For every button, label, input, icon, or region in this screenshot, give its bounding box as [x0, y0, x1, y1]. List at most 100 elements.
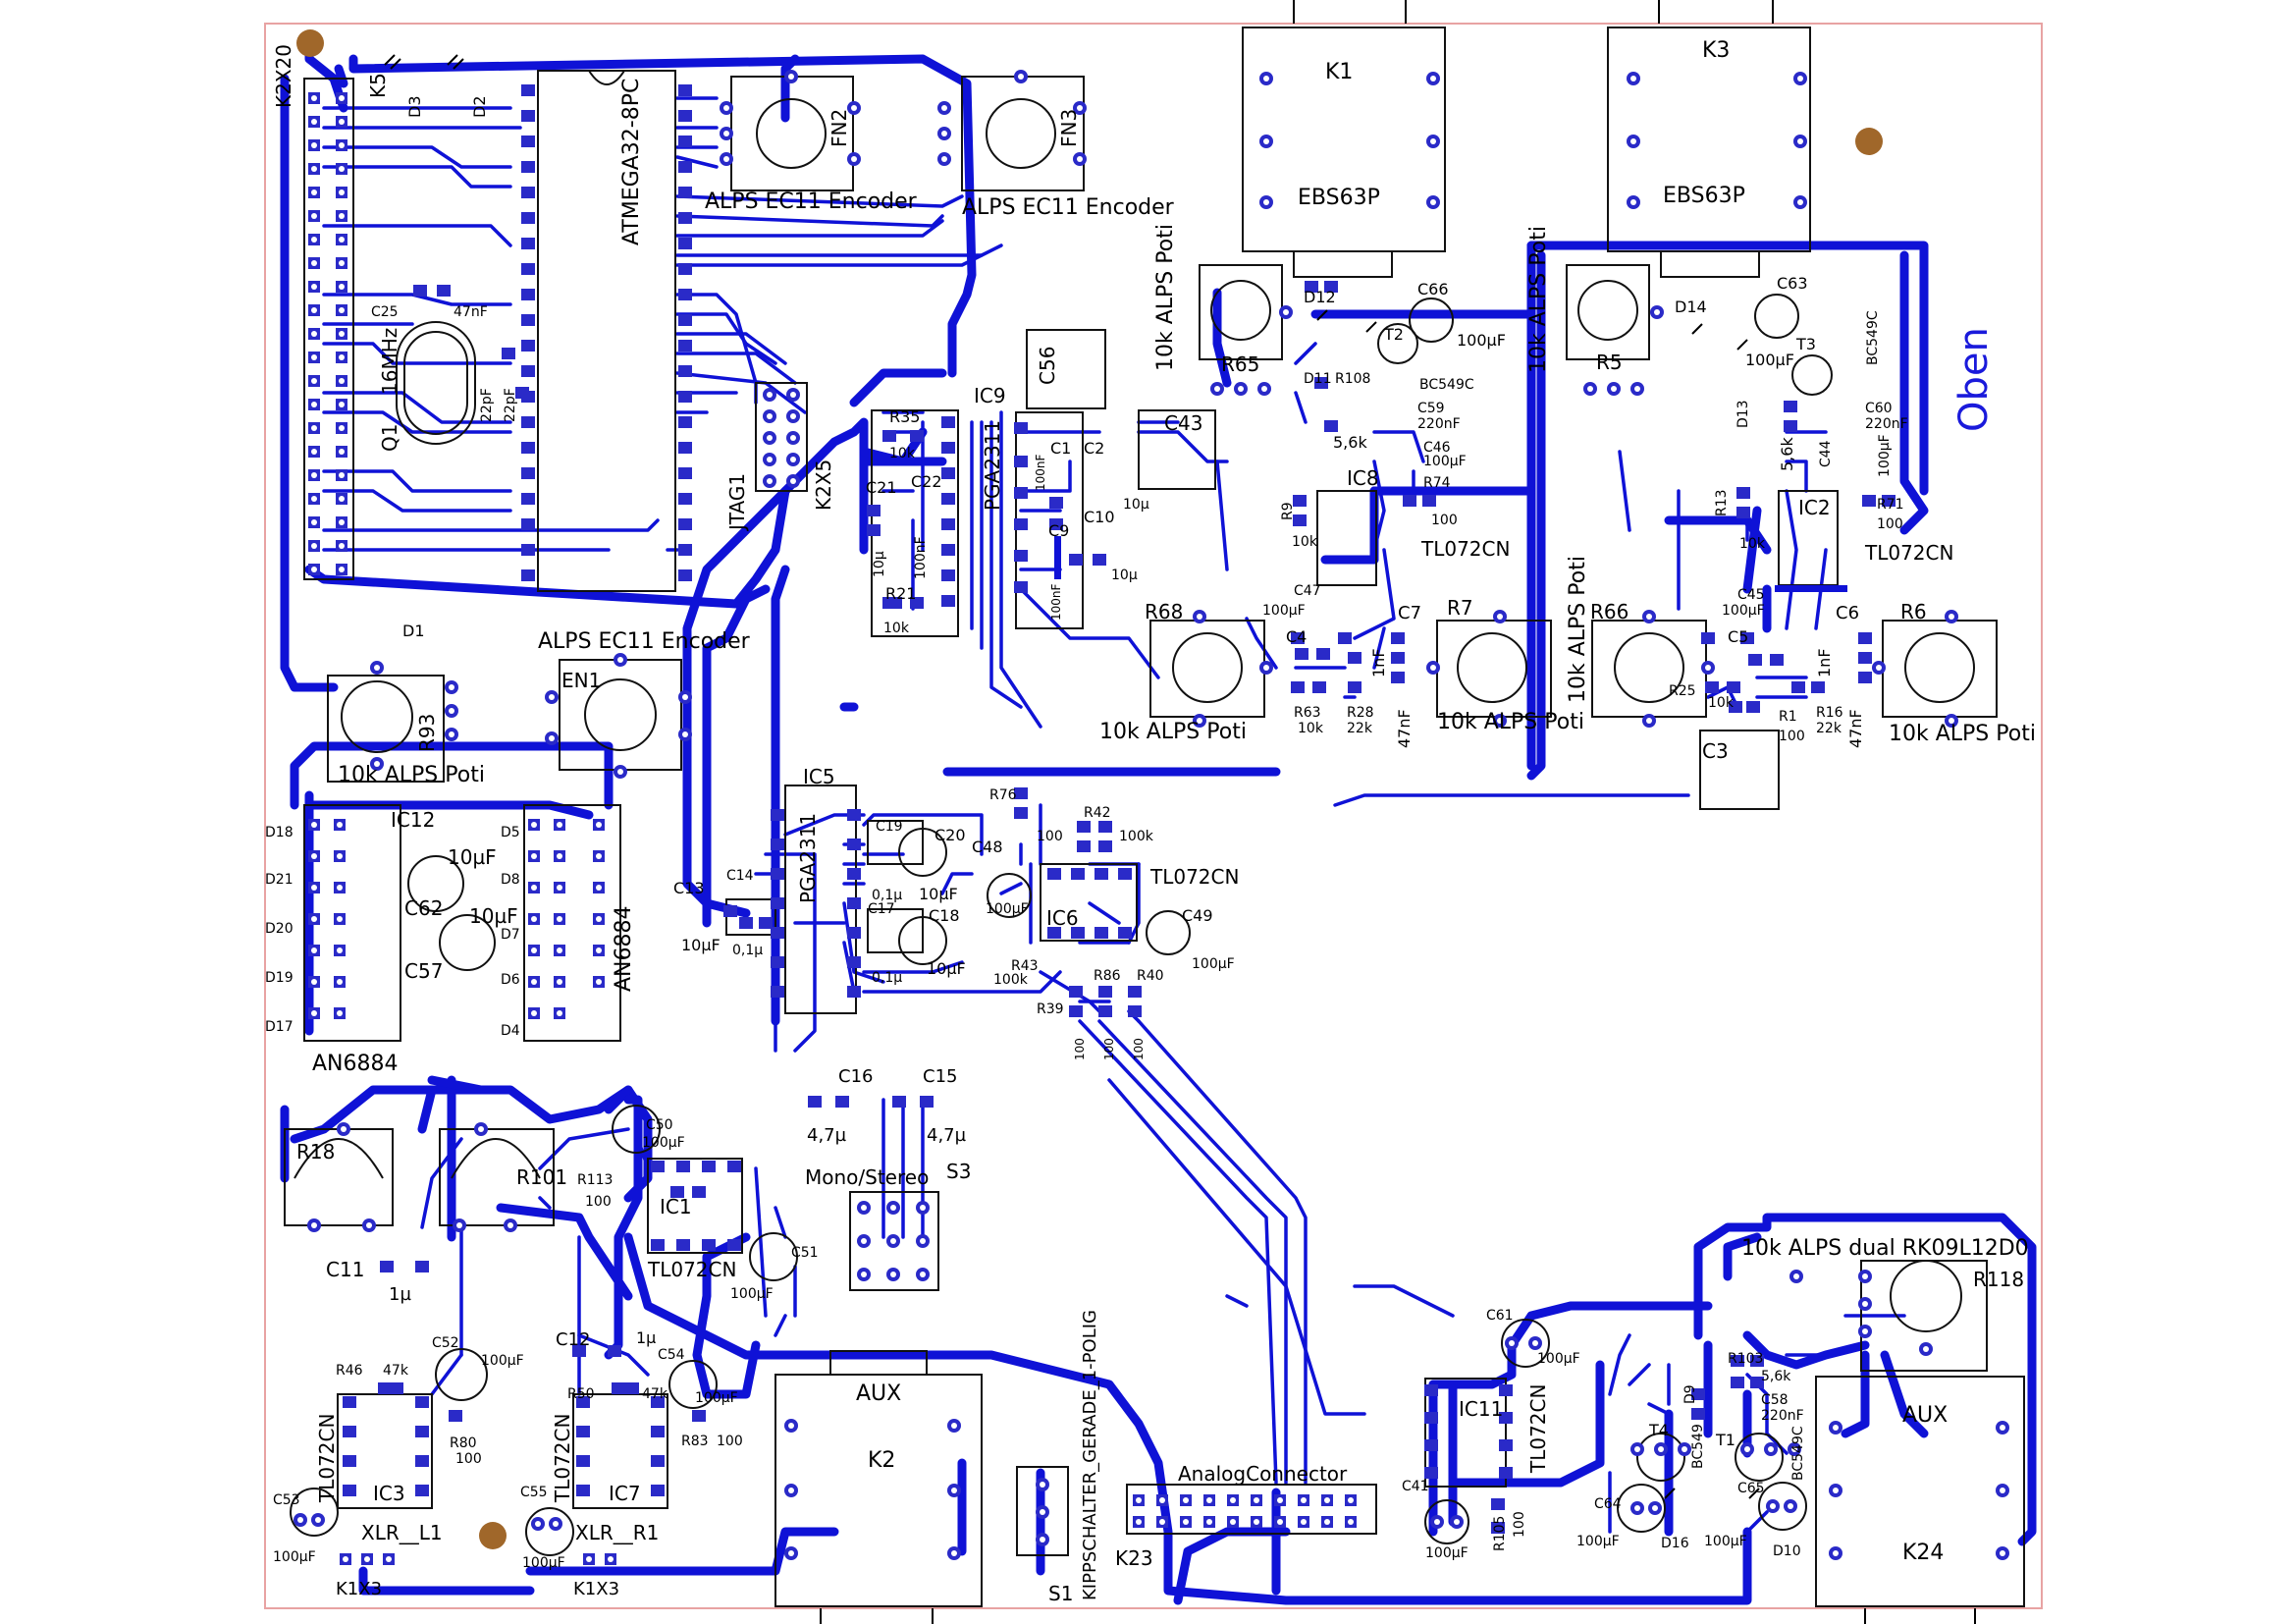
label-r43-value: 100k — [993, 972, 1029, 988]
label-c22-value: 100nF — [913, 536, 929, 579]
label-analog-connector: AnalogConnector — [1178, 1462, 1348, 1486]
label-c62: C62 — [404, 896, 443, 920]
label-22pf-a: 22pF — [479, 388, 495, 422]
label-r68: R68 — [1145, 600, 1183, 623]
label-r39: R39 — [1037, 1001, 1064, 1017]
label-r83: R83 — [681, 1434, 709, 1449]
label-c7: C7 — [1398, 603, 1421, 623]
label-c2-value: 10µ — [1123, 497, 1149, 513]
label-c5-value: 1nF — [1815, 648, 1834, 677]
label-c48-value: 100µF — [986, 901, 1029, 917]
label-c52-value: 100µF — [481, 1353, 524, 1369]
label-c10-value: 10µ — [1111, 568, 1138, 583]
label-c53-value: 100µF — [273, 1549, 316, 1565]
label-c64: C64 — [1594, 1496, 1622, 1512]
label-c14-value: 0,1µ — [732, 943, 763, 958]
label-d2: D2 — [470, 96, 489, 119]
label-r83-value: 100 — [717, 1434, 743, 1449]
label-r46-value: 47k — [383, 1363, 409, 1379]
label-d12: D12 — [1304, 288, 1336, 306]
label-r113: R113 — [577, 1172, 613, 1188]
label-d8: D8 — [501, 872, 520, 888]
label-c45: C45 — [1737, 587, 1765, 603]
label-d16: D16 — [1661, 1536, 1689, 1551]
label-c60-value: 220nF — [1865, 416, 1908, 432]
label-t1-type: BC549C — [1790, 1426, 1806, 1481]
label-k1: K1 — [1325, 60, 1353, 84]
label-c63-value: 100µF — [1745, 351, 1794, 369]
label-r80-value: 100 — [455, 1451, 482, 1467]
label-c55: C55 — [520, 1485, 548, 1500]
label-k24: K24 — [1902, 1541, 1944, 1565]
label-c7-value: 47nF — [1395, 709, 1414, 748]
label-c47-value: 100µF — [1262, 603, 1306, 619]
label-poti-r5: 10k ALPS Poti — [1526, 226, 1551, 373]
label-poti-r6: 10k ALPS Poti — [1889, 722, 2036, 746]
label-c65: C65 — [1737, 1481, 1765, 1496]
label-tl072-ic7: TL072CN — [551, 1414, 574, 1503]
label-c11-value: 1µ — [389, 1284, 411, 1305]
label-c45-value: 100µF — [1722, 603, 1765, 619]
label-r18: R18 — [296, 1140, 335, 1164]
label-r65: R65 — [1221, 352, 1259, 376]
label-r39-value: 100 — [1073, 1038, 1087, 1060]
label-r13: R13 — [1714, 489, 1730, 516]
label-k1x3-b: K1X3 — [573, 1579, 619, 1599]
label-c1-value: 100nF — [1034, 454, 1047, 491]
label-encoder-1: ALPS EC11 Encoder — [538, 629, 751, 654]
label-t4-type: BC549 — [1690, 1424, 1706, 1469]
label-ic8: IC8 — [1347, 466, 1379, 490]
label-ic1: IC1 — [660, 1195, 692, 1218]
label-r63: R63 — [1294, 705, 1321, 721]
label-c12-value: 1µ — [636, 1328, 656, 1347]
label-r7: R7 — [1447, 596, 1473, 620]
label-tl072-ic6: TL072CN — [1149, 865, 1239, 889]
led-arrows — [384, 54, 1760, 1499]
mounting-hole — [479, 1522, 507, 1549]
label-crystal: 16MHz — [378, 328, 401, 395]
label-r86: R86 — [1094, 968, 1121, 984]
label-d20: D20 — [265, 921, 294, 937]
label-r25-value: 10k — [1708, 695, 1735, 711]
label-c1: C1 — [1050, 439, 1071, 458]
label-k2x20: K2X20 — [272, 44, 295, 108]
label-r76-value: 100 — [1037, 829, 1063, 844]
label-s3: S3 — [946, 1160, 971, 1183]
label-en1: EN1 — [561, 669, 601, 692]
label-tl072-ic3: TL072CN — [315, 1414, 339, 1503]
label-fn2: FN2 — [828, 109, 851, 147]
label-r21-value: 10k — [883, 621, 910, 636]
label-c20-value: 10µF — [919, 885, 958, 903]
label-r25: R25 — [1669, 683, 1696, 699]
label-aux-k2: AUX — [856, 1381, 901, 1406]
label-t3: T3 — [1795, 335, 1816, 353]
label-aux-k24: AUX — [1902, 1403, 1948, 1428]
label-r1-value: 100 — [1779, 729, 1805, 744]
label-encoder-3: ALPS EC11 Encoder — [962, 195, 1175, 220]
label-ic7: IC7 — [609, 1482, 641, 1505]
label-s1-type: KIPPSCHALTER_GERADE_1-POLIG — [1080, 1310, 1100, 1600]
label-r5: R5 — [1596, 351, 1623, 374]
label-c61: C61 — [1486, 1308, 1514, 1324]
label-ic9: IC9 — [974, 384, 1006, 407]
label-r43: R43 — [1011, 958, 1039, 974]
label-c5: C5 — [1728, 627, 1748, 646]
label-d10: D10 — [1773, 1543, 1801, 1559]
label-board-side: Oben — [1951, 327, 1997, 432]
label-r103: R103 — [1728, 1351, 1763, 1367]
label-c25: C25 — [371, 304, 399, 320]
label-c19-value: 0,1µ — [872, 888, 902, 903]
label-c49: C49 — [1182, 906, 1213, 925]
label-r16: R16 — [1816, 705, 1843, 721]
label-c17: C17 — [868, 901, 895, 917]
label-r108: R108 — [1335, 371, 1370, 387]
label-dual-poti: 10k ALPS dual RK09L12D0 — [1741, 1236, 2029, 1261]
label-r40: R40 — [1137, 968, 1164, 984]
label-c44: C44 — [1818, 440, 1834, 467]
label-k2x5: K2X5 — [812, 460, 835, 511]
label-c43: C43 — [1164, 411, 1202, 435]
label-c21: C21 — [866, 478, 897, 497]
label-t4: T4 — [1648, 1421, 1669, 1439]
label-5-6k-a: 5,6k — [1333, 433, 1367, 452]
label-c50-value: 100µF — [642, 1135, 685, 1151]
